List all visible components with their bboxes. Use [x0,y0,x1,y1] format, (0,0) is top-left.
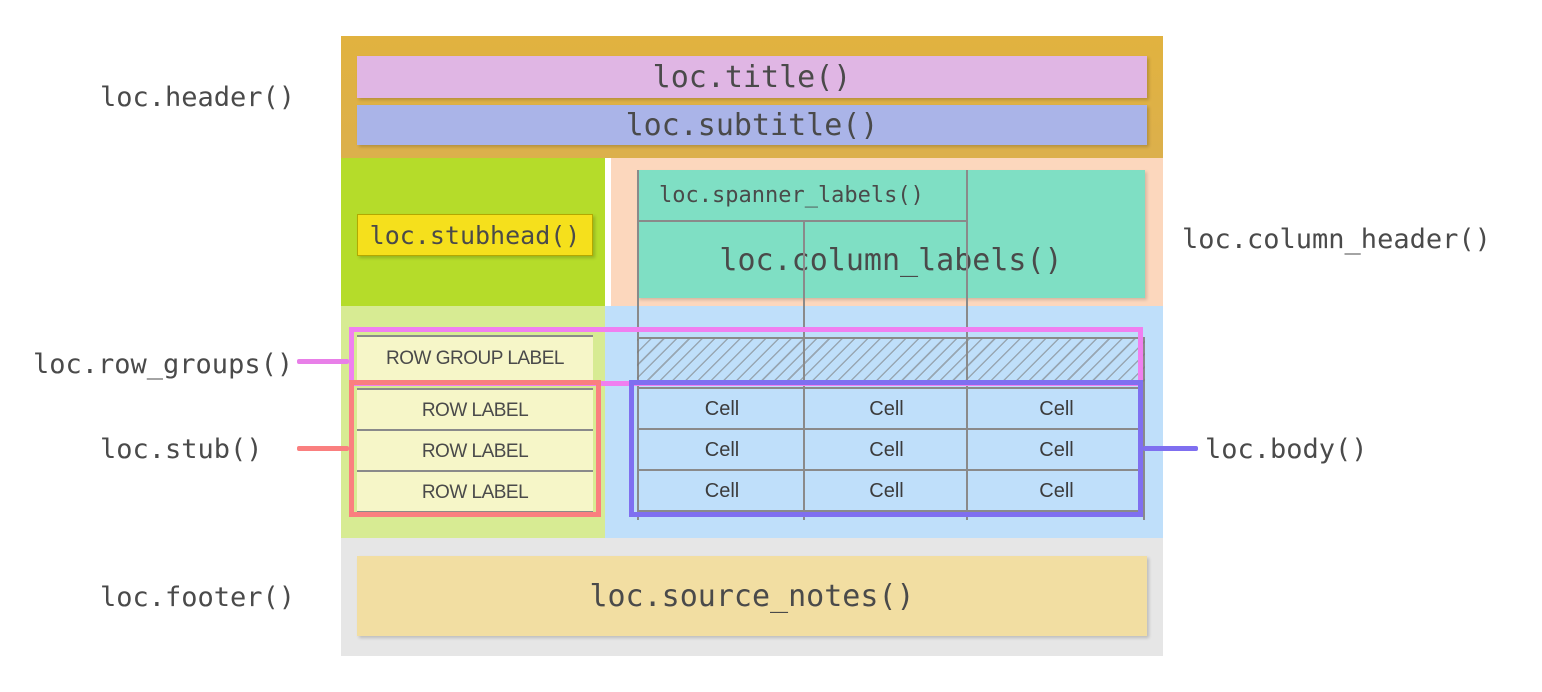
stub-highlight [349,380,601,517]
annotation-stub: loc.stub() [100,434,263,465]
row-group-band-divider [803,337,805,380]
table-cell: Cell [966,428,1145,471]
row-group-band-divider [966,337,968,380]
table-cell: Cell [637,428,805,471]
row-label-cell: ROW LABEL [357,388,593,431]
body-bottom-rule [637,510,1145,512]
column-labels-text: loc.column_labels() [719,242,1063,278]
table-cell: Cell [803,387,968,430]
table-cell: Cell [637,469,805,512]
table-cell: Cell [637,387,805,430]
annotation-body: loc.body() [1205,434,1368,465]
subtitle-box: loc.subtitle() [357,105,1147,145]
connector-body [1143,446,1198,451]
row-groups-highlight [349,327,1143,386]
table-cell: Cell [966,387,1145,430]
row-group-label-cell: ROW GROUP LABEL [357,335,593,381]
source-notes-box: loc.source_notes() [357,556,1147,636]
annotation-footer: loc.footer() [100,582,296,613]
annotation-column-header: loc.column_header() [1182,224,1491,255]
table-cell: Cell [803,469,968,512]
body-highlight [629,380,1143,517]
row-label-cell: ROW LABEL [357,470,593,513]
connector-row-groups [297,359,349,364]
annotation-header: loc.header() [100,82,296,113]
stubhead-box: loc.stubhead() [357,214,593,256]
table-cell: Cell [803,428,968,471]
table-cell: Cell [966,469,1145,512]
connector-stub [297,446,349,451]
spanner-labels-cell: loc.spanner_labels() [637,170,966,222]
title-box: loc.title() [357,56,1147,98]
column-labels-region [637,170,1145,298]
row-label-cell: ROW LABEL [357,429,593,472]
row-group-band [637,337,1145,382]
annotation-row-groups: loc.row_groups() [33,349,294,380]
